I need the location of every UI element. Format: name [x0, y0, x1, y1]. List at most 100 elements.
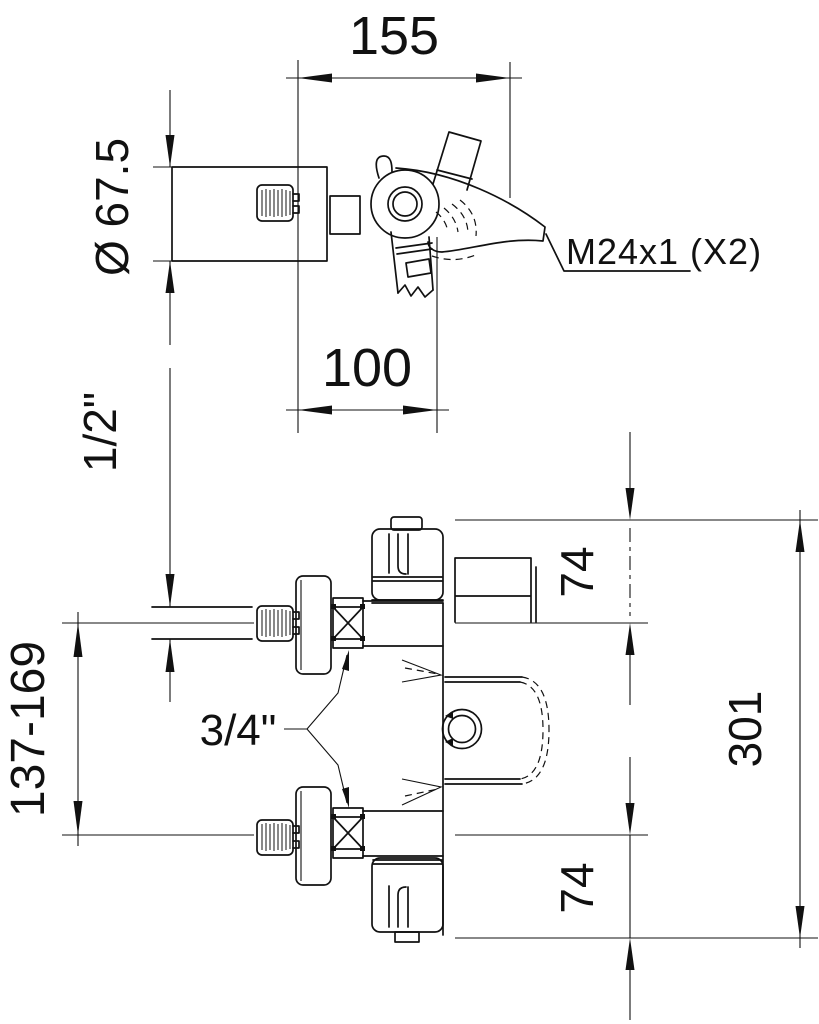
outlet-stub — [454, 557, 537, 623]
knurl-hatch — [261, 823, 291, 851]
inlet-port-tube — [362, 810, 444, 857]
dim-diameter-label: Ø 67.5 — [86, 138, 138, 276]
arrowhead — [342, 650, 349, 671]
inlet-port-tube — [362, 600, 444, 647]
dial-mark — [445, 711, 453, 719]
union-corner — [331, 846, 336, 851]
cylinder-outline — [171, 166, 328, 262]
union-cross — [332, 606, 364, 640]
arm-ferrule — [395, 242, 433, 255]
arm-notch — [405, 258, 432, 278]
front-view: 3/4" 137-169 74 — [2, 432, 818, 1020]
cap-curve-hidden — [519, 681, 544, 780]
right-extension-lines — [455, 519, 818, 939]
top-view: 155 Ø 67.5 — [74, 6, 762, 702]
dim-155-label: 155 — [349, 6, 439, 66]
union-corner — [331, 604, 336, 609]
handle-lug — [390, 516, 423, 531]
cartridge-cap — [444, 676, 523, 785]
pipe-lines — [151, 606, 253, 640]
arrowhead — [342, 787, 349, 808]
knurled-nut — [256, 605, 294, 642]
bottom-handle — [371, 857, 444, 943]
knurled-nut — [256, 819, 294, 856]
handle-arm-band — [436, 169, 473, 180]
dim-301: 301 — [719, 510, 805, 948]
valve-ring — [387, 186, 423, 222]
arm-break-line — [397, 284, 434, 298]
housing-cylinder — [171, 166, 361, 262]
arrowhead — [165, 639, 175, 672]
union-thread-label: 3/4" — [200, 706, 277, 755]
upper-inlet — [62, 575, 444, 675]
knurled-screw — [256, 184, 294, 222]
arrowhead — [403, 405, 437, 415]
handle-bands — [371, 576, 444, 604]
temp-dial-inner — [447, 714, 477, 744]
arrowhead — [625, 803, 635, 835]
top-handle — [371, 516, 444, 604]
union-corner — [360, 636, 365, 641]
arrowhead — [165, 261, 175, 293]
callout-spout-thread: M24x1 (X2) — [545, 231, 762, 272]
union-box — [332, 597, 364, 649]
valve-horn — [375, 155, 393, 179]
spout-outline — [395, 167, 546, 253]
connector-stem — [329, 195, 361, 235]
arrowhead — [73, 801, 83, 835]
arrowhead — [165, 135, 175, 167]
dim-74-lower-label: 74 — [551, 862, 603, 913]
arrowhead — [625, 623, 635, 655]
union-corner — [331, 814, 336, 819]
leader-line — [545, 233, 691, 272]
dim-diameter: Ø 67.5 — [86, 90, 196, 345]
wall-flange — [295, 786, 332, 886]
screw-tabs — [292, 193, 300, 214]
dim-100-label: 100 — [322, 338, 412, 398]
arrowhead — [165, 574, 175, 607]
handle-lug — [394, 931, 420, 943]
indicator-flag-bottom — [401, 778, 443, 806]
dim-155: 155 — [286, 6, 522, 433]
arrowhead — [73, 623, 83, 657]
dim-74-upper: 74 — [551, 432, 635, 705]
dim-inlet-thread-label: 1/2" — [74, 392, 126, 472]
handle-arm-upper — [432, 131, 482, 191]
spout-shade-line — [435, 211, 449, 233]
knurl-hatch — [261, 189, 291, 217]
dim-inlet-spacing: 137-169 — [2, 612, 83, 846]
arrowhead — [298, 73, 332, 83]
arrowhead — [298, 405, 332, 415]
dim-inlet-thread: 1/2" — [74, 368, 175, 702]
cap-curve-hidden — [521, 676, 550, 785]
arrowhead — [795, 520, 805, 552]
knurl-hatch — [261, 609, 291, 637]
spout-shade-line — [459, 199, 477, 237]
handle-bands — [372, 859, 443, 865]
arrowhead — [625, 488, 635, 520]
lower-inlet — [62, 786, 444, 886]
dim-74-lower: 74 — [551, 757, 635, 1020]
handle-slot — [388, 885, 409, 928]
dim-inlet-spacing-label: 137-169 — [2, 641, 55, 817]
arrowhead — [795, 906, 805, 938]
flag-centerline — [404, 788, 439, 797]
spout-shade-line — [443, 207, 459, 233]
valve-head — [370, 131, 546, 298]
wall-flange — [295, 575, 332, 675]
spout-shade-line — [451, 203, 469, 235]
leader-line — [284, 654, 348, 804]
callout-union-thread: 3/4" — [200, 650, 349, 808]
flag-centerline — [404, 667, 439, 675]
dim-301-label: 301 — [719, 691, 771, 768]
spout-thread-label: M24x1 (X2) — [566, 231, 762, 272]
indicator-flag-top — [401, 659, 444, 683]
union-box — [332, 807, 364, 859]
temp-dial-outer — [441, 708, 483, 750]
union-cross — [332, 816, 364, 850]
union-corner — [360, 604, 365, 609]
dial-mark — [445, 738, 453, 746]
arrowhead — [476, 73, 510, 83]
valve-body-circle — [370, 169, 440, 239]
